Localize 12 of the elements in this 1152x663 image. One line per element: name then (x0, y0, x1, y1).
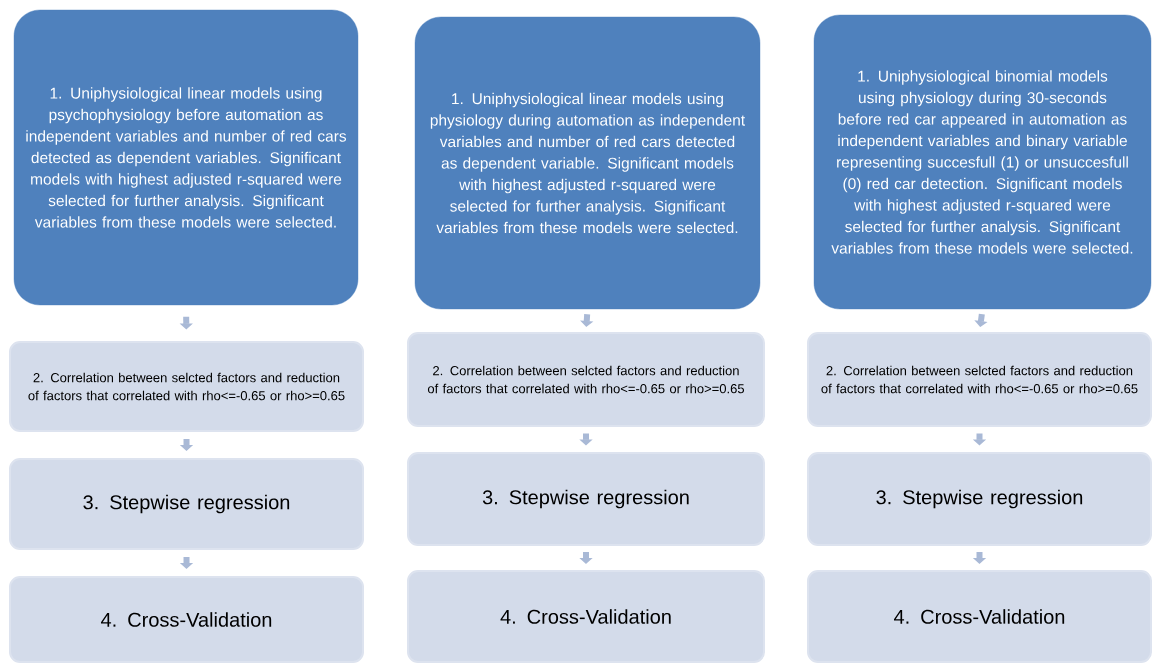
process-box: 2. Correlation between selcted factors and reduction of factors that correlated with rho<=-0.65 or rho>=0.65 (407, 332, 765, 427)
process-box: 1. Uniphysiological binomial models using physiology during 30-seconds before red car appeared in automation as independent variables and binary variable representing succesfull (1) or unsuccesfull (0) red car detection. Significant models with highest adjusted r-squared were selected for further analysis. Significant variables from these models were selected. (813, 14, 1152, 310)
process-box: 3. Stepwise regression (407, 452, 765, 546)
process-box: 1. Uniphysiological linear models using physiology during automation as independent variables and number of red cars detected as dependent variable. Significant models with highest adjusted r-squared were selected for further analysis. Significant variables from these models were selected. (414, 16, 761, 310)
process-box: 4. Cross-Validation (807, 570, 1152, 663)
process-box: 2. Correlation between selcted factors and reduction of factors that correlated with rho<=-0.65 or rho>=0.65 (9, 341, 364, 432)
process-box: 3. Stepwise regression (807, 452, 1152, 546)
process-box: 4. Cross-Validation (9, 576, 364, 663)
process-box: 4. Cross-Validation (407, 570, 765, 663)
process-box: 3. Stepwise regression (9, 458, 364, 550)
process-box: 2. Correlation between selcted factors and reduction of factors that correlated with rho<=-0.65 or rho>=0.65 (807, 332, 1152, 427)
process-box: 1. Uniphysiological linear models using psychophysiology before automation as independent variables and number of red cars detected as dependent variables. Significant models with highest adjusted r-squared were selected for further analysis. Significant variables from these models were selected. (13, 9, 359, 306)
